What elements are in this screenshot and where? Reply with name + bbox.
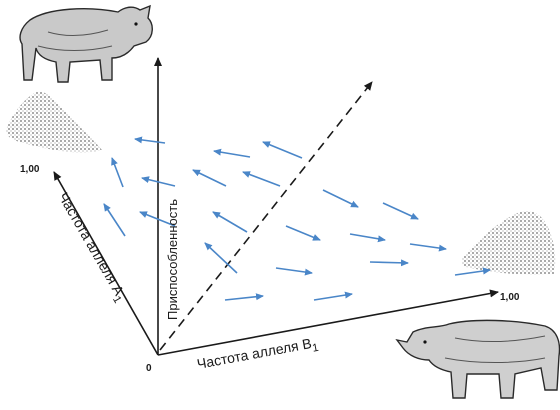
vector-arrow bbox=[314, 294, 352, 300]
vector-arrow bbox=[214, 151, 250, 157]
rhinoceros-icon bbox=[397, 320, 559, 398]
vector-arrow bbox=[276, 268, 312, 273]
vector-arrow bbox=[193, 170, 226, 186]
diagonal-dashed-axis bbox=[160, 82, 372, 350]
vector-arrow bbox=[323, 190, 358, 207]
origin-label: 0 bbox=[146, 363, 152, 374]
vector-arrow bbox=[135, 139, 165, 143]
vector-arrow bbox=[104, 204, 125, 236]
fitness-peak-b bbox=[462, 211, 555, 275]
vector-arrow bbox=[370, 262, 408, 263]
a-max-label: 1,00 bbox=[20, 164, 40, 175]
vector-arrow bbox=[410, 244, 446, 249]
vector-arrow bbox=[205, 243, 237, 273]
selection-vectors bbox=[104, 139, 490, 300]
vector-arrow bbox=[383, 203, 418, 219]
vector-arrow bbox=[350, 234, 385, 240]
vector-arrow bbox=[213, 212, 247, 232]
x-max-label: 1,00 bbox=[500, 292, 520, 303]
vector-arrow bbox=[112, 158, 123, 187]
rhinoceros-icon bbox=[20, 6, 152, 82]
x-axis-label: Частота аллеля B1 bbox=[196, 334, 320, 376]
vector-arrow bbox=[225, 296, 263, 300]
vector-arrow bbox=[263, 142, 302, 158]
vector-arrow bbox=[243, 172, 280, 186]
vector-arrow bbox=[286, 226, 320, 240]
a-axis-label: Частота аллеля A1 bbox=[52, 190, 130, 306]
y-axis-label: Приспособленность bbox=[165, 199, 180, 320]
vector-arrow bbox=[455, 270, 490, 275]
fitness-peak-a bbox=[6, 92, 102, 153]
